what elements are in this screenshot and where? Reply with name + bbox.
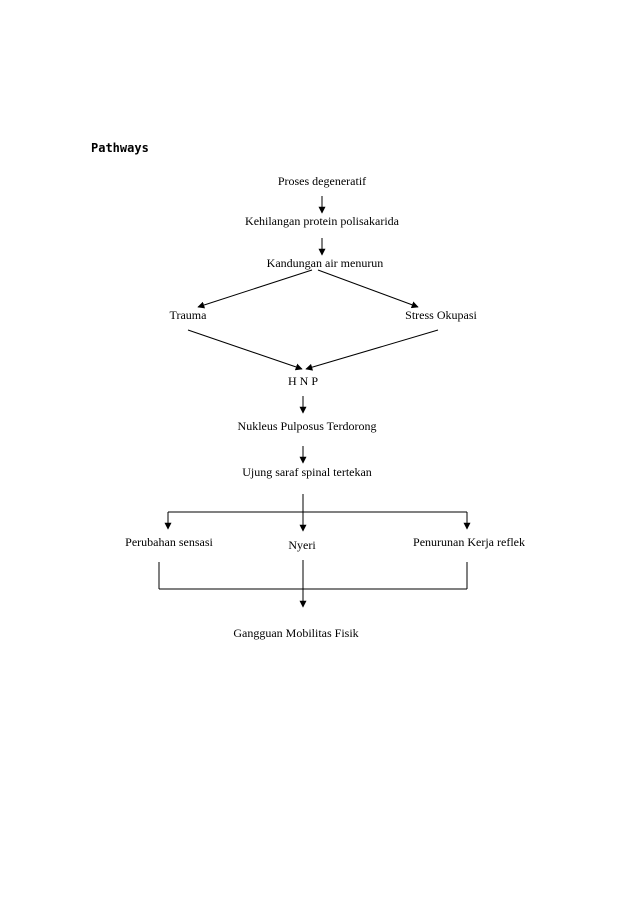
node-nyeri: Nyeri [288, 538, 316, 552]
node-trauma: Trauma [169, 308, 207, 322]
arrow-kandungan-to-trauma [197, 269, 313, 309]
node-gangguan-mobilitas: Gangguan Mobilitas Fisik [233, 626, 359, 640]
node-proses-degeneratif: Proses degeneratif [277, 174, 367, 188]
page-heading: Pathways [91, 141, 149, 155]
node-kehilangan-protein: Kehilangan protein polisakarida [245, 214, 399, 228]
node-stress-okupasi: Stress Okupasi [405, 308, 477, 322]
arrow-stress-to-hnp [305, 329, 439, 371]
node-hnp: H N P [287, 374, 319, 388]
node-nukleus-pulposus: Nukleus Pulposus Terdorong [237, 419, 377, 433]
node-ujung-saraf: Ujung saraf spinal tertekan [242, 465, 372, 479]
node-kandungan-air: Kandungan air menurun [266, 256, 384, 270]
node-perubahan-sensasi: Perubahan sensasi [125, 535, 213, 549]
node-penurunan-kerja-reflek: Penurunan Kerja reflek [413, 535, 525, 549]
arrow-kandungan-to-stress [317, 269, 419, 309]
arrow-trauma-to-hnp [187, 329, 303, 371]
